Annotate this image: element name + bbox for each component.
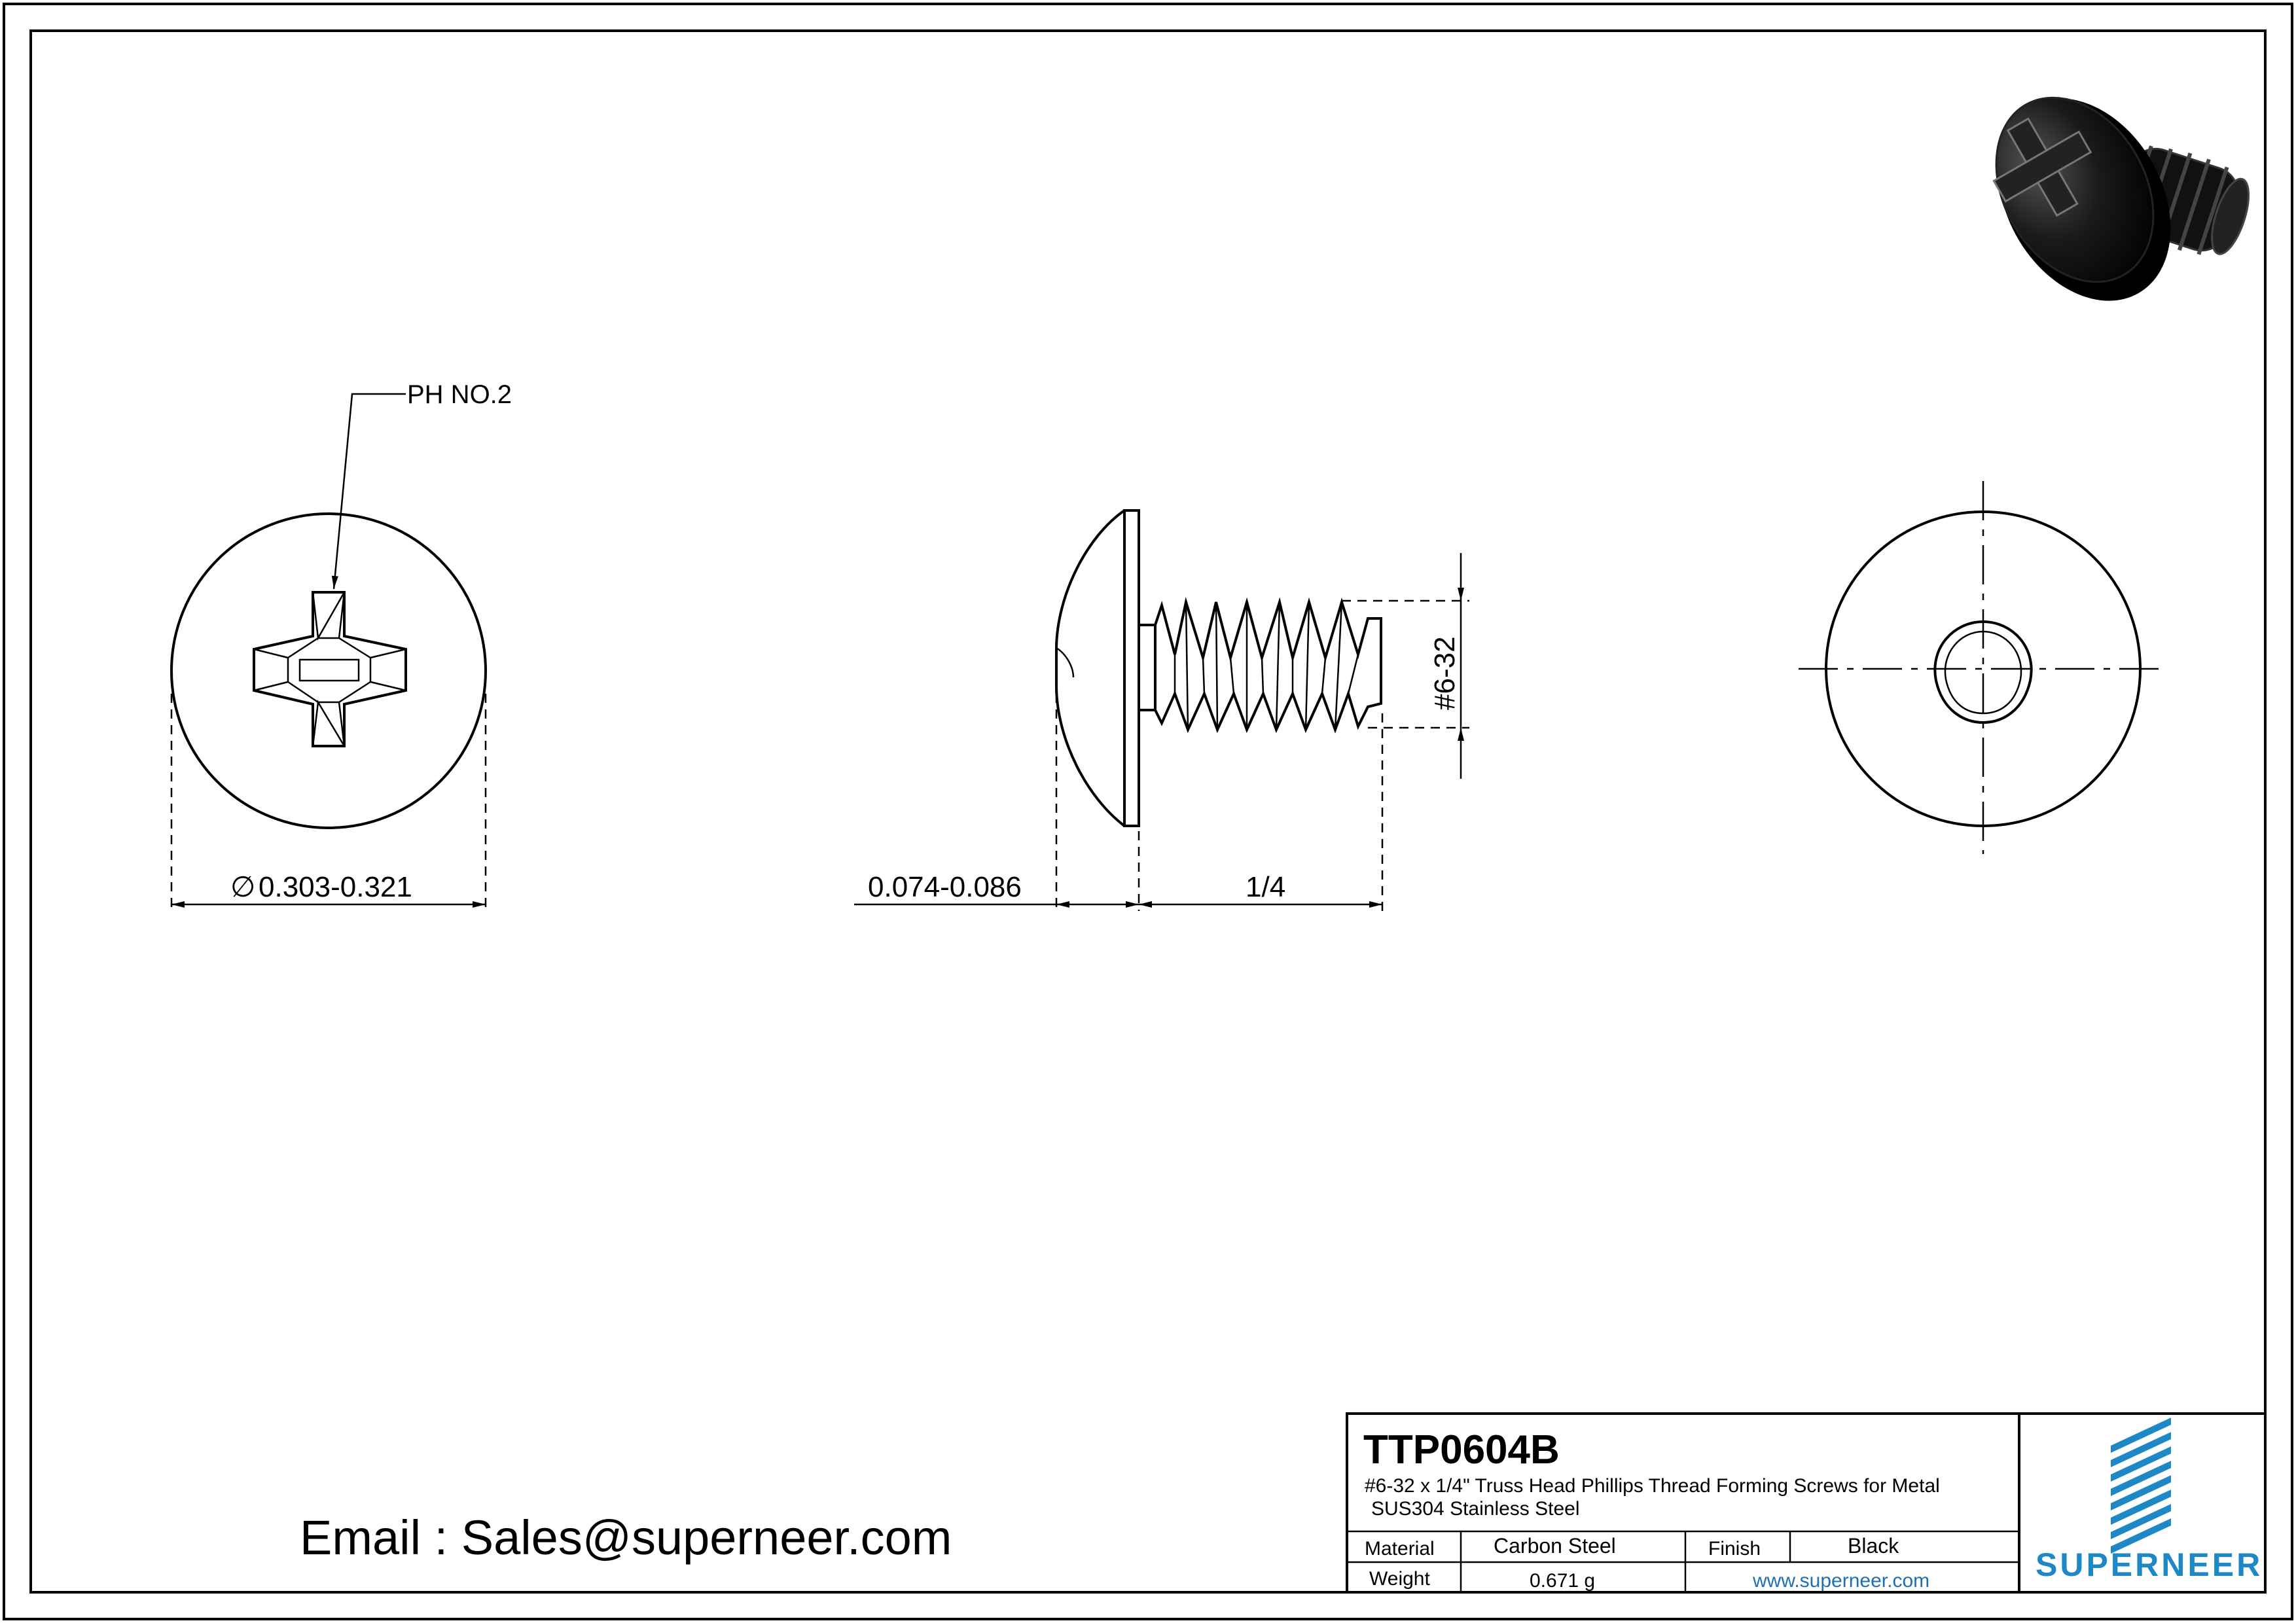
dim-thread: #6-32 [1429,636,1461,710]
diameter-symbol: ∅ [230,871,255,903]
part-number: TTP0604B [1363,1427,1560,1472]
finish-value: Black [1848,1534,1899,1558]
finish-label: Finish [1708,1538,1761,1560]
thread-profile [1154,597,1382,734]
email-contact: Email : Sales@superneer.com [300,1510,952,1565]
part-description: #6-32 x 1/4" Truss Head Phillips Thread … [1365,1475,1940,1497]
superneer-logo-icon [2111,1418,2171,1554]
title-block [1346,1412,2267,1594]
logo-text: SUPERNEER [2036,1546,2263,1583]
part-subtitle: SUS304 Stainless Steel [1371,1498,1580,1520]
dim-head-height: 0.074-0.086 [868,871,1022,903]
screw-side-view [854,509,1469,911]
dim-head-diameter: 0.303-0.321 [259,871,412,903]
material-label: Material [1365,1538,1435,1560]
weight-value: 0.671 g [1530,1570,1595,1592]
inner-border [29,29,2267,1594]
weight-label: Weight [1369,1568,1430,1590]
dim-length: 1/4 [1246,871,1285,903]
screw-3d-render-icon [1992,96,2250,301]
screw-end-view [1799,481,2168,854]
callout-drive-label: PH NO.2 [407,380,512,409]
head-top-view [170,393,487,911]
website-link[interactable]: www.superneer.com [1752,1570,1929,1592]
material-value: Carbon Steel [1494,1534,1616,1558]
outer-border [3,3,2293,1620]
